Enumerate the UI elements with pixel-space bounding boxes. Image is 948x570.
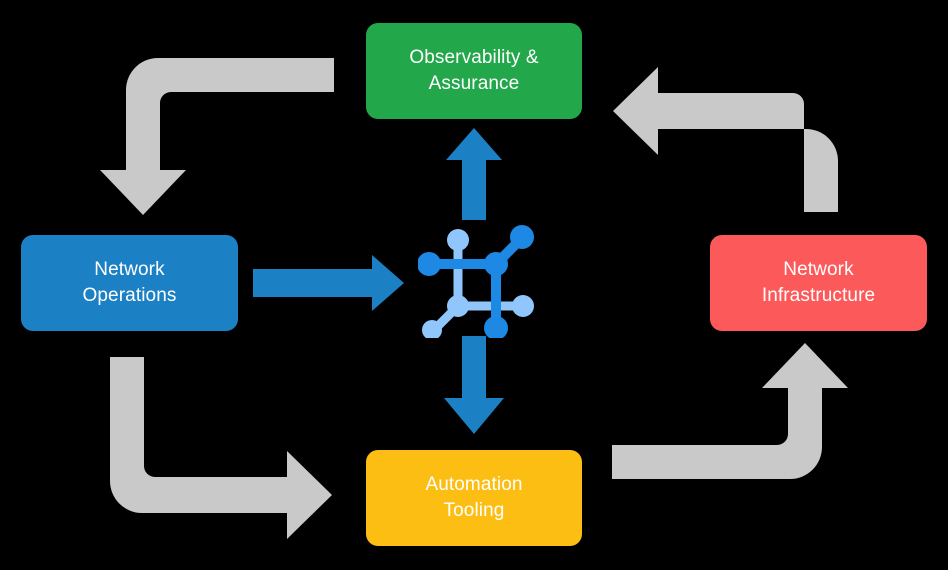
topology-node-light — [422, 320, 442, 338]
topology-node-light — [447, 229, 469, 251]
topology-node-dark — [484, 316, 508, 338]
arrow-automation-tooling-to-network-infrastructure — [612, 343, 848, 479]
topology-node-dark — [418, 252, 441, 276]
network-topology-icon — [418, 225, 534, 338]
arrow-center-to-automation-tooling — [444, 336, 504, 434]
arrow-observability-to-network-operations — [100, 58, 334, 215]
node-box-observability[interactable]: Observability & Assurance — [366, 23, 582, 119]
node-box-automation-tooling[interactable]: Automation Tooling — [366, 450, 582, 546]
arrow-network-operations-to-center — [253, 255, 404, 311]
node-box-network-operations[interactable]: Network Operations — [21, 235, 238, 331]
arrow-network-operations-to-automation-tooling — [110, 357, 332, 539]
topology-node-light — [512, 295, 534, 317]
arrow-network-infrastructure-to-observability — [613, 67, 838, 212]
arrow-center-to-observability — [446, 128, 502, 220]
topology-node-light — [447, 295, 469, 317]
node-box-network-infrastructure[interactable]: Network Infrastructure — [710, 235, 927, 331]
topology-node-dark — [484, 252, 508, 276]
topology-node-dark — [510, 225, 534, 249]
